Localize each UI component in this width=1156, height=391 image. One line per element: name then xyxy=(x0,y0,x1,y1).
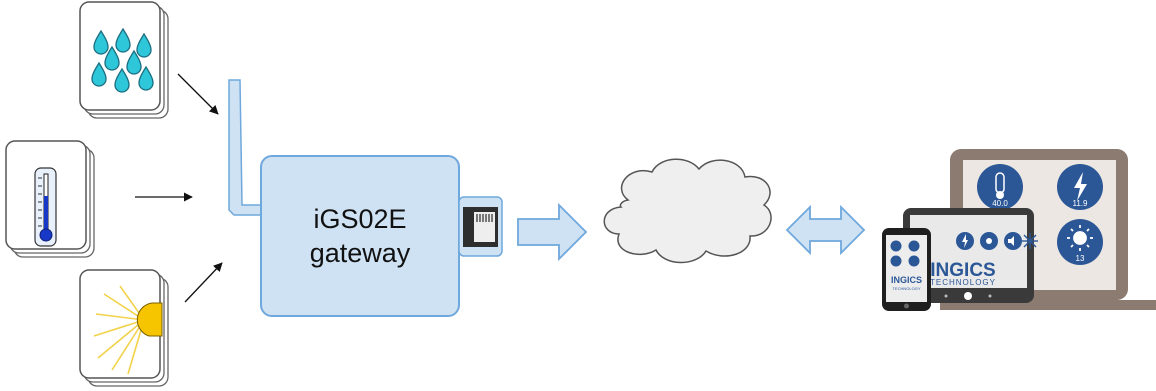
gateway-to-cloud-arrow xyxy=(517,202,588,262)
temperature-sensor-card xyxy=(5,140,95,258)
rain-sensor-card xyxy=(79,1,169,119)
laptop-temperature-tile xyxy=(977,164,1023,210)
phone-tile-1 xyxy=(890,240,902,252)
gateway-label: gateway xyxy=(310,238,411,268)
laptop-value-light: 13 xyxy=(1076,254,1085,263)
tablet-subtitle: TECHNOLOGY xyxy=(930,278,996,287)
phone-tile-4 xyxy=(908,255,920,267)
rain-arrow xyxy=(177,73,219,115)
snowflake-icon xyxy=(1022,233,1038,249)
light-arrow xyxy=(184,262,223,303)
phone-tile-3 xyxy=(890,255,902,267)
thermometer-icon xyxy=(34,167,57,247)
gateway-model: iGS02E xyxy=(313,204,406,234)
antenna xyxy=(228,79,265,216)
ethernet-port-icon xyxy=(458,196,503,257)
rain-drops-icon xyxy=(91,27,154,93)
tablet-brand: INGICS xyxy=(930,260,995,281)
phone-subtitle: TECHNOLOGY xyxy=(892,286,920,291)
lightning-icon xyxy=(1074,172,1087,201)
sun-icon xyxy=(93,285,163,375)
dashboard-devices: 40.0 11.9 13 xyxy=(882,149,1156,311)
laptop-value-temperature: 40.0 xyxy=(992,199,1008,208)
cloud-dashboard-arrow xyxy=(785,204,866,256)
gateway-body xyxy=(260,155,460,317)
thermometer-icon xyxy=(995,172,1005,199)
phone: INGICS TECHNOLOGY xyxy=(882,228,931,311)
gateway: iGS02E gateway xyxy=(228,79,503,317)
cloud-icon xyxy=(603,158,772,264)
phone-tile-2 xyxy=(908,240,920,252)
laptop-value-voltage: 11.9 xyxy=(1073,199,1089,208)
phone-brand: INGICS xyxy=(891,275,922,285)
light-sensor-card xyxy=(79,269,169,387)
sun-icon xyxy=(1067,225,1093,251)
sensor-to-gateway-arrows xyxy=(135,73,223,303)
